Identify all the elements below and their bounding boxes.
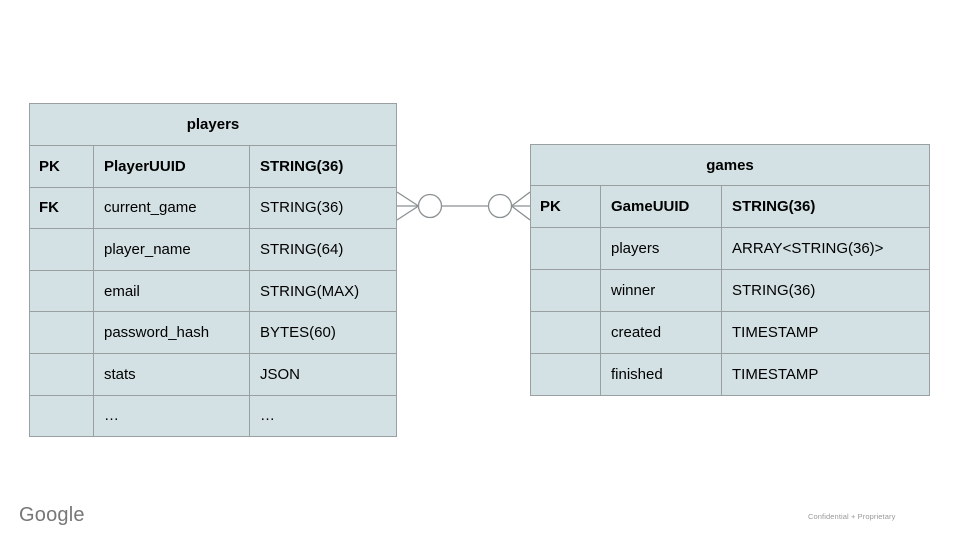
games-name-cell: finished [600, 354, 721, 395]
table-title-games: games [531, 145, 929, 186]
games-type-cell: ARRAY<STRING(36)> [721, 228, 929, 269]
crow-foot-right-icon [511, 191, 530, 221]
players-type-cell: STRING(36) [249, 146, 396, 187]
players-key-cell [30, 271, 93, 312]
players-key-cell [30, 396, 93, 437]
confidential-note: Confidential + Proprietary [808, 512, 896, 521]
players-name-cell: current_game [93, 187, 249, 229]
players-type-cell: BYTES(60) [249, 312, 396, 353]
players-name-cell: email [93, 270, 249, 312]
players-name-cell: stats [93, 353, 249, 395]
relationship-connector [397, 191, 530, 221]
table-row-players: …… [30, 394, 396, 437]
players-name-cell: player_name [93, 229, 249, 270]
players-type-cell: STRING(64) [249, 229, 396, 270]
games-type-cell: TIMESTAMP [721, 354, 929, 395]
games-name-cell: created [600, 312, 721, 353]
players-name-cell: PlayerUUID [93, 146, 249, 187]
players-key-cell [30, 229, 93, 270]
zero-circle-left-icon [417, 193, 443, 219]
players-key-cell [30, 312, 93, 353]
players-key-cell [30, 354, 93, 395]
games-type-cell: STRING(36) [721, 186, 929, 227]
games-type-cell: STRING(36) [721, 270, 929, 311]
players-type-cell: JSON [249, 353, 396, 395]
games-type-cell: TIMESTAMP [721, 312, 929, 353]
players-name-cell: password_hash [93, 312, 249, 353]
google-logo: Google [19, 504, 85, 526]
zero-circle-right-icon [487, 193, 513, 219]
crow-foot-left-icon [397, 191, 419, 221]
players-type-cell: STRING(MAX) [249, 270, 396, 312]
games-key-cell [531, 228, 600, 269]
players-key-cell: PK [39, 157, 60, 175]
games-name-cell: GameUUID [600, 186, 721, 227]
players-type-cell: … [249, 395, 396, 437]
games-key-cell: PK [540, 198, 561, 215]
games-key-cell [531, 354, 600, 395]
players-type-cell: STRING(36) [249, 187, 396, 229]
players-name-cell: … [93, 395, 249, 437]
games-name-cell: winner [600, 270, 721, 311]
table-title-players: players [30, 104, 396, 146]
games-key-cell [531, 312, 600, 353]
players-key-cell: FK [39, 199, 59, 217]
games-name-cell: players [600, 228, 721, 269]
games-key-cell [531, 270, 600, 311]
